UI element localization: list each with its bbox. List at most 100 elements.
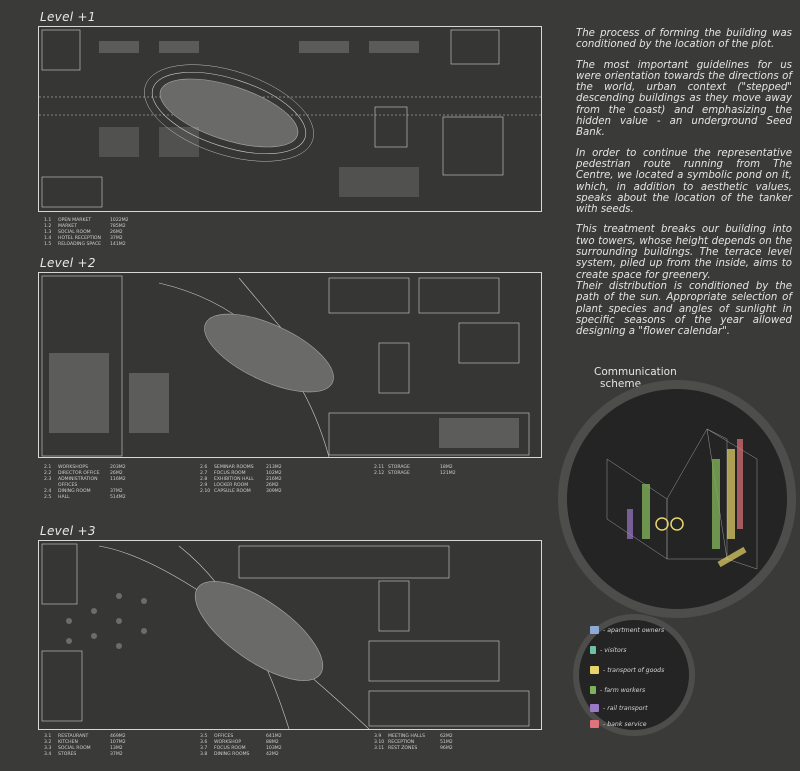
legend-row: 2.8Exhibition hall216M2: [200, 477, 288, 483]
legend-name: Storage: [388, 465, 410, 470]
legend-num: 3.4: [44, 752, 52, 757]
legend-row: 2.7 Focus room 102M2: [200, 471, 288, 477]
legend-num: 2.2: [44, 471, 52, 476]
level-3-title: Level +3: [40, 524, 96, 538]
legend-num: 3.9: [374, 734, 382, 739]
level-2-title: Level +2: [40, 256, 96, 270]
legend-name: Dining rooms: [214, 752, 250, 757]
legend-row: 1.1 Open market 1022M2: [44, 218, 132, 224]
legend-name: Administration offices: [58, 477, 98, 488]
legend-level-3-col-3: 3.9Meeting halls62M2 3.10Reception51M2 3…: [374, 734, 462, 752]
legend-row: 2.11Storage18M2: [374, 465, 462, 471]
legend-area: 469M2: [110, 734, 126, 739]
legend-num: 3.2: [44, 740, 52, 745]
paragraph-5: Their distribution is conditioned by the…: [576, 280, 792, 338]
legend-num: 2.1: [44, 465, 52, 470]
legend-num: 2.8: [200, 477, 208, 482]
communication-scheme-diagram: [558, 380, 796, 618]
legend-num: 1.5: [44, 242, 52, 247]
legend-area: 103M2: [266, 746, 282, 751]
legend-name: Market: [58, 224, 78, 229]
legend-num: 2.12: [374, 471, 385, 476]
legend-label: - farm workers: [600, 686, 646, 694]
paragraph-2: The most important guidelines for us wer…: [576, 59, 792, 139]
paragraph-3: In order to continue the representative …: [576, 147, 792, 216]
person-icon: [590, 646, 596, 654]
legend-num: 2.11: [374, 465, 385, 470]
legend-row: 2.1Workshops203M2: [44, 465, 132, 471]
legend-name: Locker room: [214, 483, 249, 488]
plan-drawing-level-2: [41, 275, 530, 457]
legend-name: Director office: [58, 471, 100, 476]
legend-label: - bank service: [603, 720, 647, 728]
legend-name: Rest zones: [388, 746, 418, 751]
legend-name: Focus room: [214, 471, 246, 476]
legend-name: Social room: [58, 230, 91, 235]
legend-area: 88M2: [266, 740, 279, 745]
legend-num: 2.3: [44, 477, 52, 482]
legend-num: 3.8: [200, 752, 208, 757]
legend-name: Meeting halls: [388, 734, 426, 739]
legend-area: 785M2: [110, 224, 126, 229]
legend-num: 2.7: [200, 471, 208, 476]
legend-row: 3.9Meeting halls62M2: [374, 734, 462, 740]
legend-num: 2.4: [44, 489, 52, 494]
legend-row: 2.4Dining room37M2: [44, 489, 132, 495]
legend-name: Open market: [58, 218, 92, 223]
plan-drawing-level-3: [41, 543, 530, 729]
legend-row: 3.3Social room13M2: [44, 746, 132, 752]
legend-area: 309M2: [266, 489, 282, 494]
legend-name: Social room: [58, 746, 91, 751]
legend-name: Reception: [388, 740, 415, 745]
legend-row: 3.4 Stores 37M2: [44, 752, 132, 758]
legend-row: 2.6Seminar rooms213M2: [200, 465, 288, 471]
legend-area: 37M2: [110, 752, 123, 757]
legend-row: 1.4Hotel reception37M2: [44, 236, 132, 242]
legend-area: 51M2: [440, 740, 453, 745]
yellow-shaft: [727, 449, 735, 539]
train-icon: [590, 704, 599, 712]
floor-plan-level-1: [38, 26, 542, 212]
legend-area: 116M2: [110, 477, 126, 482]
legend-name: Kitchen: [58, 740, 78, 745]
legend-area: 26M2: [266, 483, 279, 488]
legend-name: Hall: [58, 495, 70, 500]
purple-shaft: [627, 509, 633, 539]
cart-icon: [590, 666, 599, 674]
legend-num: 3.3: [44, 746, 52, 751]
legend-num: 2.6: [200, 465, 208, 470]
legend-name: Stores: [58, 752, 77, 757]
lock-icon: [590, 720, 599, 728]
floor-plan-level-3: [38, 540, 542, 730]
legend-row: 1.2Market785M2: [44, 224, 132, 230]
comm-title-line-2: scheme: [600, 378, 642, 390]
legend-num: 1.3: [44, 230, 52, 235]
legend-area: 107M2: [110, 740, 126, 745]
ramp-loop: [655, 517, 669, 531]
legend-label: - transport of goods: [603, 666, 665, 674]
legend-level-2-col-3: 2.11Storage18M2 2.12Storage121M2: [374, 465, 462, 477]
legend-area: 37M2: [110, 489, 123, 494]
legend-visitors: - visitors: [590, 646, 627, 654]
green-shaft: [642, 484, 650, 539]
legend-num: 3.6: [200, 740, 208, 745]
legend-row: 2.2Director office26M2: [44, 471, 132, 477]
legend-area: 37M2: [110, 236, 123, 241]
legend-name: Hotel reception: [58, 236, 101, 241]
legend-area: 1022M2: [110, 218, 129, 223]
legend-num: 2.9: [200, 483, 208, 488]
legend-name: Storage: [388, 471, 410, 476]
legend-num: 2.5: [44, 495, 52, 500]
legend-num: 3.10: [374, 740, 385, 745]
legend-row: 1.5Reloading space141M2: [44, 242, 132, 248]
legend-row: 2.5Hall514M2: [44, 495, 132, 501]
floor-plan-level-2: [38, 272, 542, 458]
comm-title-line-1: Communication: [594, 366, 677, 378]
legend-row: 2.9 Locker room 26M2: [200, 483, 288, 489]
legend-area: 102M2: [266, 471, 282, 476]
legend-transport-of-goods: - transport of goods: [590, 666, 664, 674]
legend-label: - rail transport: [603, 704, 648, 712]
legend-num: 1.1: [44, 218, 52, 223]
legend-row: 2.10Capsule room309M2: [200, 489, 288, 495]
legend-name: Exhibition hall: [214, 477, 254, 482]
